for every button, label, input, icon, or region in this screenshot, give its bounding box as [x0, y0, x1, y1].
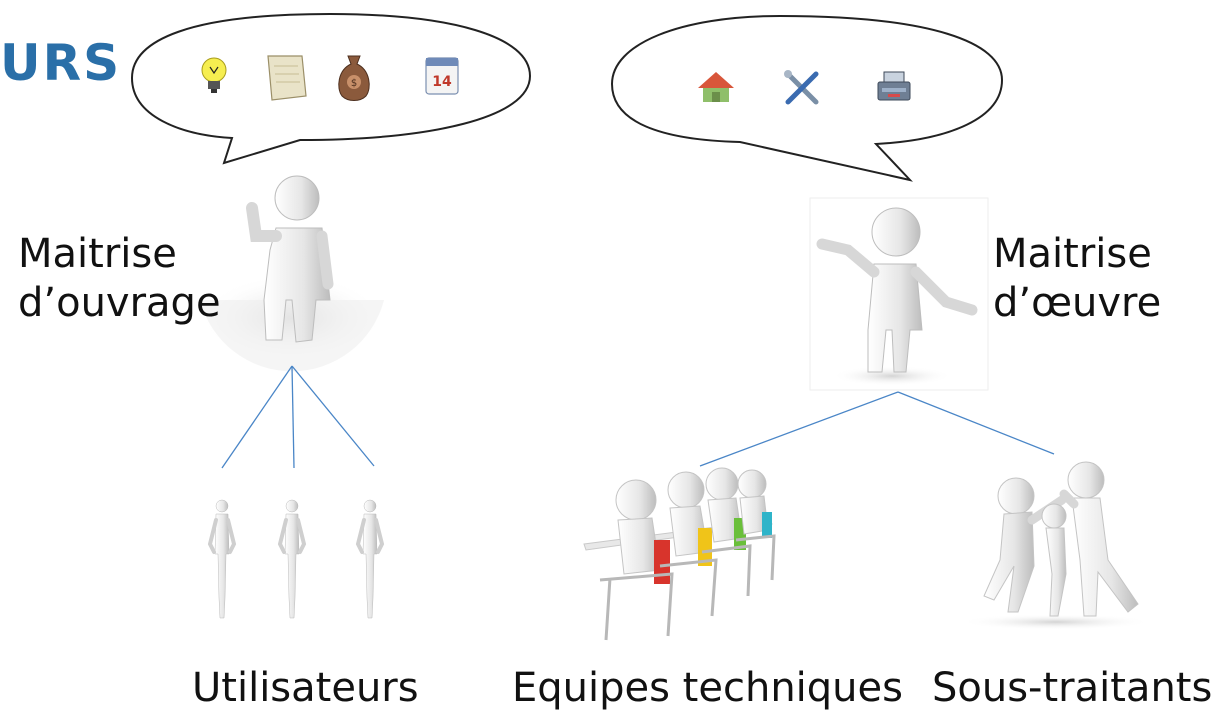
svg-text:$: $: [351, 78, 357, 89]
label-sous-traitants: Sous-traitants: [932, 665, 1213, 711]
cash-register-icon: [877, 71, 911, 101]
sous-traitants-figure: [956, 461, 1154, 630]
lightbulb-icon: [201, 57, 227, 93]
calendar-icon: 14: [425, 57, 459, 95]
speech-bubble-moa: $ 14: [130, 12, 532, 165]
connector-lines: [221, 365, 1055, 469]
label-moa-line1: Maitrise: [18, 231, 177, 277]
equipes-techniques-figure: [583, 467, 776, 641]
maitrise-oeuvre-figure: [809, 197, 989, 391]
page-heading: URS: [0, 34, 122, 92]
maitrise-ouvrage-figure: [200, 175, 384, 372]
label-moa-line2: d’ouvrage: [18, 279, 221, 326]
label-utilisateurs: Utilisateurs: [192, 665, 419, 711]
speech-bubble-moe: [610, 14, 1004, 182]
users-figures: [208, 498, 384, 620]
label-equipes-techniques: Equipes techniques: [512, 665, 903, 711]
label-moe-line2: d’œuvre: [993, 279, 1162, 326]
label-maitrise-ouvrage: Maitrise d’ouvrage: [18, 230, 221, 328]
label-moe-line1: Maitrise: [993, 231, 1152, 277]
label-maitrise-oeuvre: Maitrise d’œuvre: [993, 230, 1161, 328]
house-icon: [698, 72, 734, 102]
scroll-icon: [267, 55, 307, 101]
tools-icon: [784, 70, 819, 105]
money-bag-icon: $: [338, 55, 370, 101]
calendar-day: 14: [432, 74, 452, 90]
